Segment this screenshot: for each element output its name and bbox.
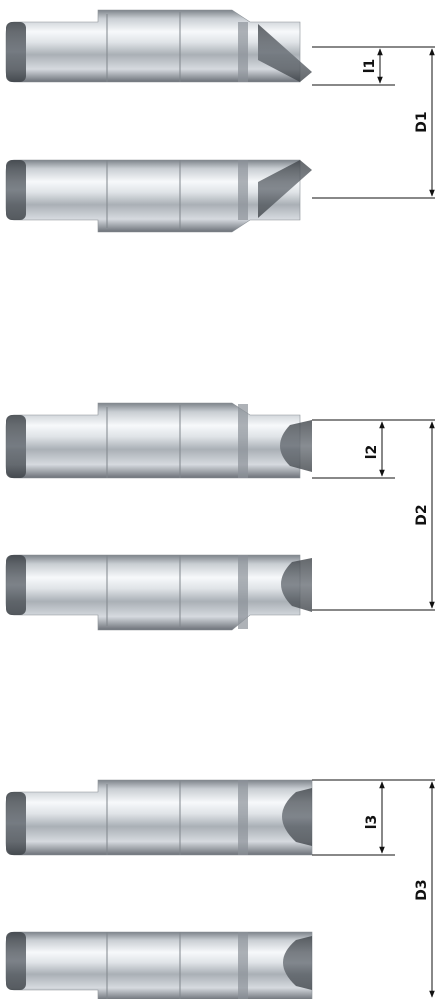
tool-1a-end-cap <box>6 22 26 82</box>
tool-1b-body <box>5 159 301 233</box>
D3-label: D3 <box>414 879 430 900</box>
tool-1a <box>5 9 312 83</box>
tool-3a-end-cap <box>6 792 26 855</box>
group-2: l2 D2 <box>5 402 435 631</box>
tool-1b <box>5 159 312 233</box>
tool-2a-body <box>5 402 301 479</box>
tool-1a-cutting-tip <box>258 24 312 82</box>
tool-2b-body <box>5 554 301 631</box>
tool-2a-cutting-tip <box>280 420 312 472</box>
tool-3b <box>5 931 313 999</box>
tool-2a-ring <box>238 404 248 478</box>
tool-1b-cutting-tip <box>258 160 312 218</box>
tool-1a-ring <box>238 22 248 82</box>
tool-3b-ring <box>238 932 248 999</box>
tool-1a-body <box>5 9 301 83</box>
l2-label: l2 <box>364 445 380 460</box>
tool-3a-cutting-tip <box>282 788 312 846</box>
l3-label: l3 <box>364 815 380 830</box>
tool-2b <box>5 554 312 631</box>
group-1: l1 D1 <box>5 9 435 233</box>
tool-1b-end-cap <box>6 160 26 220</box>
tool-2b-ring <box>238 555 248 629</box>
tool-3a <box>5 779 313 856</box>
D1-label: D1 <box>414 111 430 132</box>
tool-2a-end-cap <box>6 415 26 478</box>
tool-3b-body <box>5 931 313 999</box>
tool-1b-ring <box>238 160 248 220</box>
tool-3b-end-cap <box>6 932 26 990</box>
l1-label: l1 <box>362 59 378 74</box>
tool-3a-ring <box>238 780 248 855</box>
tool-2a <box>5 402 312 479</box>
tool-3a-body <box>5 779 313 856</box>
tool-2b-end-cap <box>6 555 26 615</box>
tool-2b-cutting-tip <box>281 558 312 612</box>
group-3: l3 D3 <box>5 779 435 999</box>
D2-label: D2 <box>414 504 430 525</box>
tool-3b-cutting-tip <box>283 936 312 990</box>
